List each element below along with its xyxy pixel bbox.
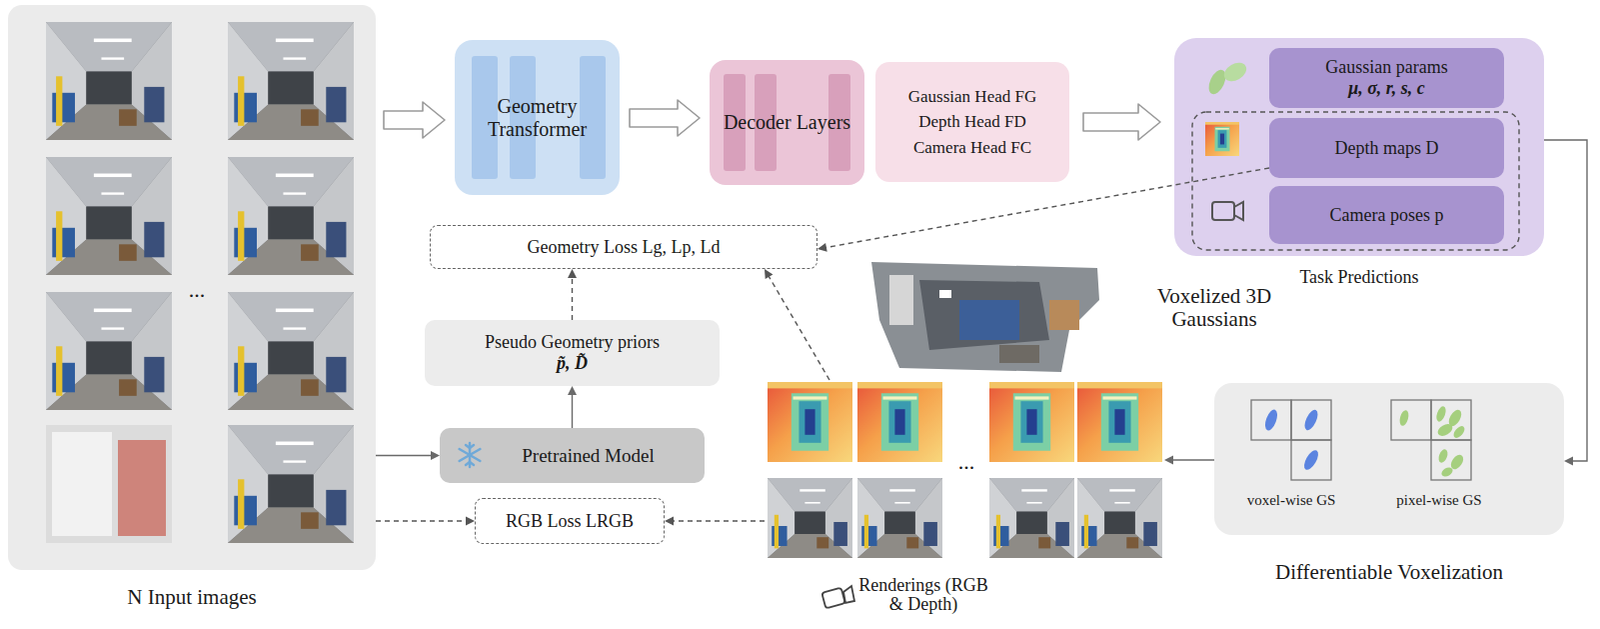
connector bbox=[375, 516, 475, 526]
connector bbox=[375, 450, 440, 460]
pretrained-box: Pretrained Model bbox=[439, 427, 705, 483]
annotation: Voxelized 3D Gaussians bbox=[1139, 284, 1290, 331]
figure-label: voxel-wise GS bbox=[1231, 491, 1352, 509]
node-text: Differentiable Voxelization bbox=[1214, 560, 1565, 583]
node-text: Gaussian params bbox=[1325, 56, 1448, 78]
connector bbox=[664, 516, 765, 526]
connector bbox=[383, 101, 445, 138]
node-text: μ, σ, r, s, c bbox=[1348, 77, 1426, 99]
ellipsis: ... bbox=[944, 449, 989, 474]
node-text: Pseudo Geometry priors bbox=[484, 331, 660, 353]
prediction-box: Gaussian paramsμ, σ, r, s, c bbox=[1269, 47, 1505, 108]
predictions-panel: Task PredictionsGaussian paramsμ, σ, r, … bbox=[1174, 37, 1545, 256]
node-text: Renderings (RGB & Depth) bbox=[853, 575, 994, 614]
connector bbox=[1164, 455, 1215, 465]
node-text: Depth Head FD bbox=[918, 111, 1027, 132]
node-text: RGB Loss LRGB bbox=[505, 510, 634, 532]
node-text: Depth maps D bbox=[1335, 137, 1440, 159]
heads-box: Gaussian Head FG Depth Head FD Camera Head… bbox=[875, 61, 1070, 182]
prediction-box: Camera poses p bbox=[1269, 185, 1505, 244]
node-text: Gaussian Head FG bbox=[908, 86, 1037, 107]
connector bbox=[764, 268, 830, 380]
transformer-box: Geometry Transformer bbox=[454, 39, 620, 195]
node-text: Pretrained Model bbox=[521, 444, 654, 467]
connector bbox=[1544, 139, 1588, 466]
node-text: Camera poses p bbox=[1330, 204, 1445, 226]
connector bbox=[629, 99, 700, 136]
node-text: Decoder Layers bbox=[723, 110, 851, 134]
figure-label: pixel-wise GS bbox=[1379, 491, 1500, 509]
node-text: Camera Head FC bbox=[913, 137, 1032, 158]
voxelization-panel: Differentiable Voxelization bbox=[1214, 382, 1565, 535]
loss-box: Geometry Loss Lg, Lp, Ld bbox=[429, 224, 818, 269]
connector bbox=[567, 268, 577, 320]
node-text: Geometry Transformer bbox=[462, 94, 612, 141]
connector bbox=[1083, 103, 1161, 140]
ellipsis: ... bbox=[174, 277, 219, 302]
connector bbox=[567, 385, 577, 428]
node-text: N Input images bbox=[7, 585, 376, 608]
decoder-box: Decoder Layers bbox=[709, 59, 865, 185]
prior-box: Pseudo Geometry priorsp̃, D̃ bbox=[424, 319, 720, 386]
node-text: Geometry Loss Lg, Lp, Ld bbox=[527, 236, 721, 258]
prediction-box: Depth maps D bbox=[1269, 117, 1505, 178]
loss-box: RGB Loss LRGB bbox=[474, 497, 665, 544]
node-text: p̃, D̃ bbox=[556, 352, 588, 374]
